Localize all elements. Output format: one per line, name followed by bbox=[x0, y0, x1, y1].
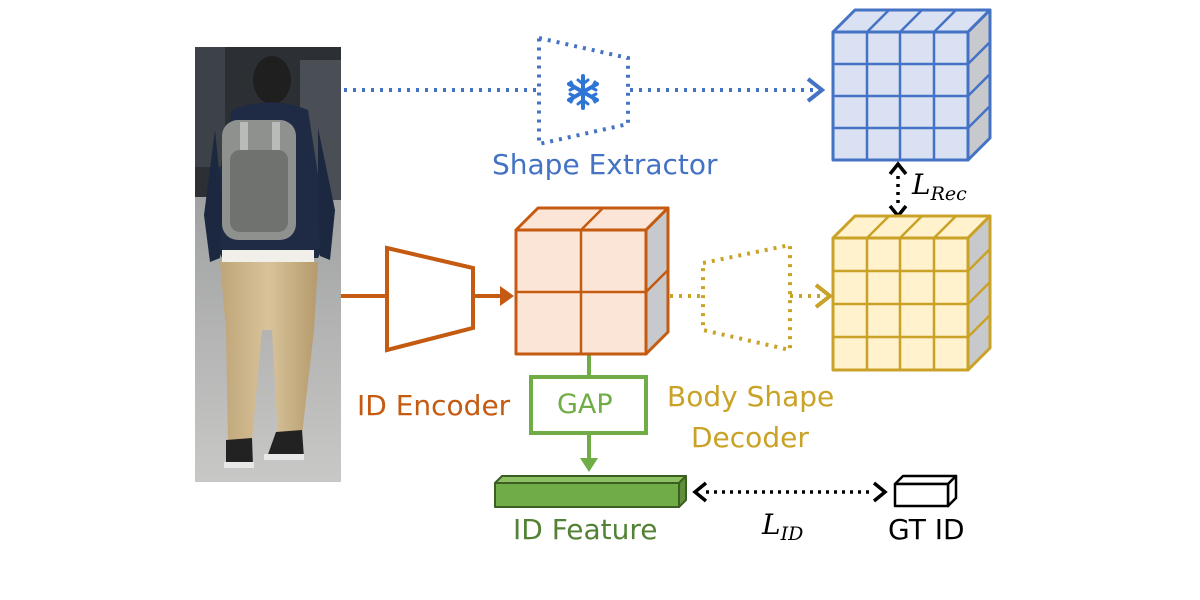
snowflake-icon bbox=[567, 74, 599, 110]
body-shape-decoder-block bbox=[701, 242, 792, 353]
arrowhead-body-cube bbox=[814, 283, 834, 309]
id-encoder-block bbox=[385, 245, 475, 353]
person-image bbox=[195, 47, 341, 482]
id-feature-label: ID Feature bbox=[513, 513, 658, 546]
body-shape-decoder-label-line1: Body Shape bbox=[667, 380, 835, 413]
loss-rec-arrowhead-up bbox=[888, 161, 908, 176]
loss-rec-label: LRec bbox=[912, 168, 967, 206]
id-encoder-label: ID Encoder bbox=[357, 389, 511, 422]
loss-rec-subscript: Rec bbox=[930, 183, 967, 205]
gap-box bbox=[529, 375, 648, 435]
shape-target-cube bbox=[831, 8, 992, 162]
arrowhead-shape-cube bbox=[806, 77, 826, 103]
loss-id-arrowhead-right bbox=[872, 481, 888, 503]
body-shape-decoder-label-line2: Decoder bbox=[691, 421, 809, 454]
id-feature-map-cube bbox=[514, 206, 670, 356]
loss-id-arrowhead-left bbox=[692, 481, 708, 503]
arrowhead-id-feature bbox=[580, 458, 598, 472]
shape-extractor-label: Shape Extractor bbox=[492, 148, 718, 181]
gt-id-box bbox=[893, 474, 958, 508]
arrowhead-feature-cube bbox=[500, 286, 514, 306]
loss-rec-symbol: L bbox=[912, 168, 931, 201]
id-feature-vector bbox=[494, 475, 687, 508]
loss-id-subscript: ID bbox=[780, 523, 804, 545]
body-shape-output-cube bbox=[831, 214, 992, 372]
loss-id-symbol: L bbox=[762, 508, 781, 541]
loss-id-label: LID bbox=[762, 508, 803, 546]
gap-label: GAP bbox=[557, 389, 613, 420]
gt-id-label: GT ID bbox=[888, 513, 965, 546]
